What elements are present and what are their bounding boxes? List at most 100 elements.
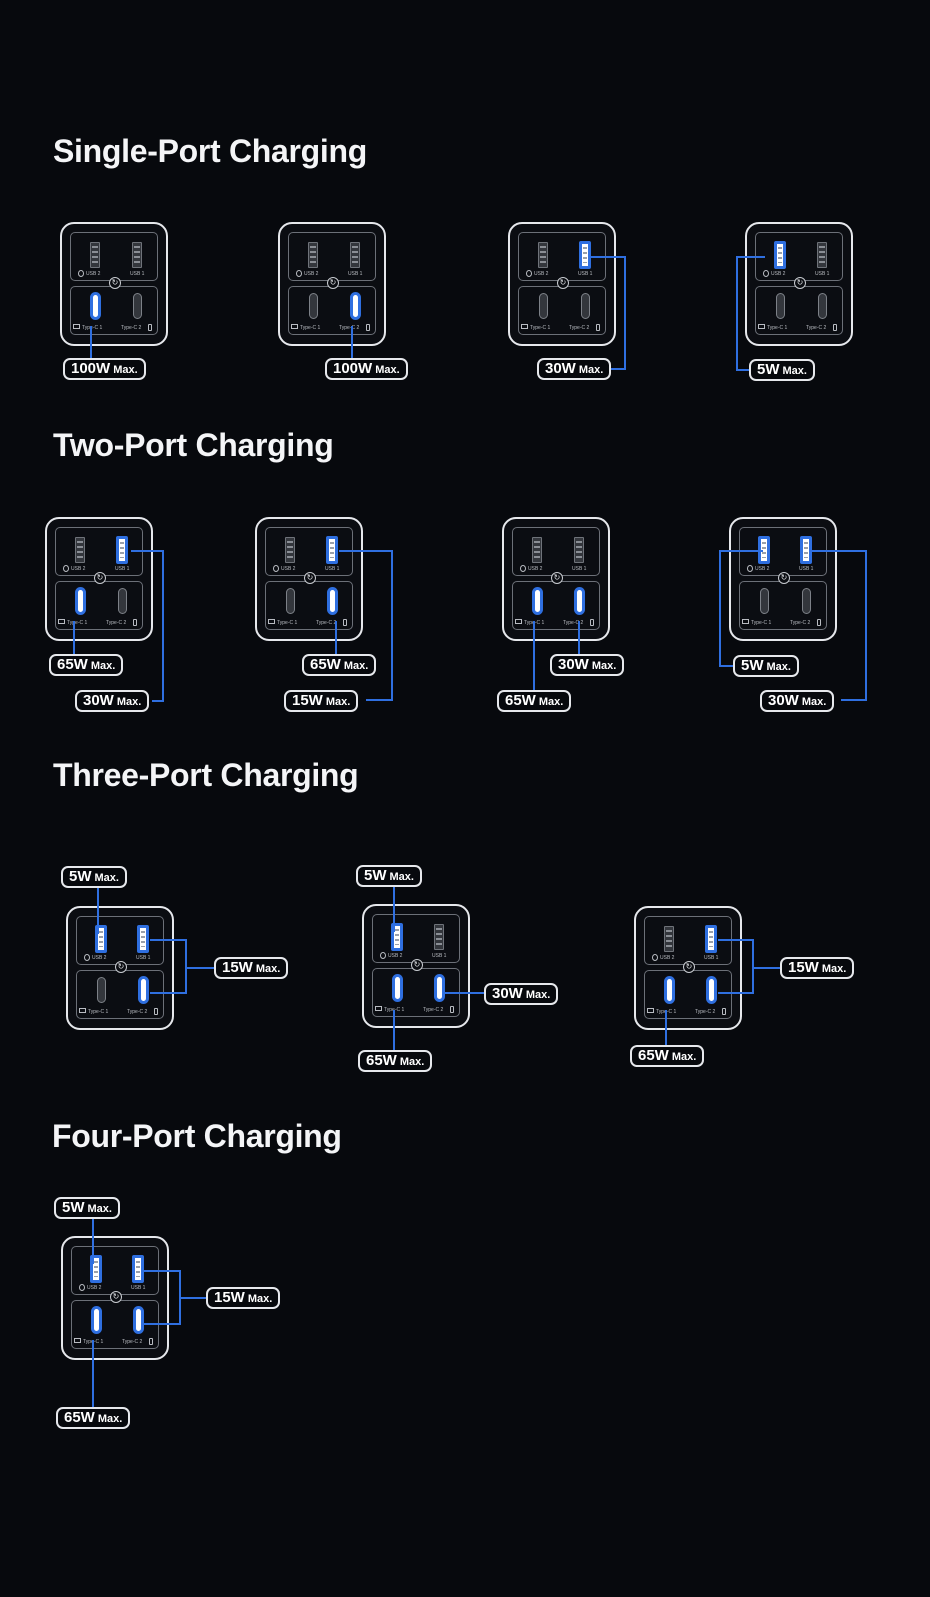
- sync-icon: ↻: [794, 277, 806, 289]
- sync-icon: ↻: [115, 961, 127, 973]
- port-label-typec1: Type-C 1: [300, 325, 321, 331]
- port-typec1-icon: [91, 293, 100, 319]
- laptop-icon: [647, 1008, 654, 1013]
- phone-icon: [154, 1008, 158, 1015]
- laptop-icon: [521, 324, 528, 329]
- port-typec1-icon: [309, 293, 318, 319]
- max-label: Max.: [375, 364, 400, 376]
- laptop-icon: [375, 1006, 382, 1011]
- phone-icon: [833, 324, 837, 331]
- port-usb2-icon: [775, 242, 785, 268]
- port-label-usb2: USB 2: [771, 271, 786, 277]
- port-label-typec1: Type-C 1: [83, 1339, 104, 1345]
- max-label: Max.: [782, 365, 807, 377]
- port-typec1-icon: [97, 977, 106, 1003]
- sync-icon: ↻: [778, 572, 790, 584]
- port-typec2-icon: [133, 293, 142, 319]
- port-label-usb1: USB 1: [704, 955, 719, 961]
- max-label: Max.: [821, 963, 847, 975]
- port-label-typec1: Type-C 1: [82, 325, 103, 331]
- port-label-typec2: Type-C 2: [339, 325, 360, 331]
- wattage-value: 65W: [57, 656, 88, 673]
- port-usb1-icon: [434, 924, 444, 950]
- laptop-icon: [268, 619, 275, 624]
- port-usb1-icon: [706, 926, 716, 952]
- port-usb1-icon: [817, 242, 827, 268]
- port-usb2-icon: [664, 926, 674, 952]
- wattage-value: 65W: [310, 656, 341, 673]
- port-label-typec2: Type-C 2: [316, 620, 337, 626]
- wattage-value: 65W: [505, 692, 536, 709]
- wattage-value: 30W: [83, 692, 114, 709]
- port-label-usb1: USB 1: [130, 271, 145, 277]
- port-label-usb2: USB 2: [528, 566, 543, 572]
- max-label: Max.: [343, 660, 369, 672]
- port-usb1-icon: [138, 926, 148, 952]
- wattage-value: 5W: [757, 361, 780, 378]
- port-usb2-icon: [392, 924, 402, 950]
- watch-icon: [296, 270, 302, 277]
- port-label-usb2: USB 2: [87, 1285, 102, 1291]
- max-label: Max.: [247, 1293, 273, 1305]
- port-typec1-icon: [92, 1307, 101, 1333]
- port-usb1-icon: [801, 537, 811, 563]
- max-label: Max.: [538, 696, 564, 708]
- phone-icon: [148, 324, 152, 331]
- wattage-value: 100W: [333, 360, 373, 377]
- laptop-icon: [291, 324, 298, 329]
- port-typec1-icon: [665, 977, 674, 1003]
- usb-c-panel: Type-C 1 Type-C 2: [70, 286, 158, 335]
- usb-a-contacts: [804, 542, 808, 558]
- sync-icon: ↻: [327, 277, 339, 289]
- port-typec2-icon: [575, 588, 584, 614]
- port-label-typec2: Type-C 2: [121, 325, 142, 331]
- phone-icon: [133, 619, 137, 626]
- wattage-value: 15W: [292, 692, 323, 709]
- max-label: Max.: [97, 1413, 123, 1425]
- usb-a-contacts: [778, 247, 782, 263]
- wattage-value: 30W: [492, 985, 523, 1002]
- port-label-usb2: USB 2: [92, 955, 107, 961]
- port-label-usb1: USB 1: [325, 566, 340, 572]
- usb-a-contacts: [540, 246, 546, 264]
- wattage-value: 15W: [222, 959, 253, 976]
- port-label-typec1: Type-C 1: [656, 1009, 677, 1015]
- section-heading: Single-Port Charging: [53, 133, 368, 169]
- port-label-typec2: Type-C 2: [569, 325, 590, 331]
- wattage-value: 5W: [364, 867, 387, 884]
- max-label: Max.: [255, 963, 281, 975]
- usb-a-contacts: [395, 929, 399, 945]
- port-typec2-icon: [802, 588, 811, 614]
- port-label-typec2: Type-C 2: [122, 1339, 143, 1345]
- wattage-value: 100W: [71, 360, 111, 377]
- phone-icon: [149, 1338, 153, 1345]
- watch-icon: [380, 952, 386, 959]
- max-label: Max.: [578, 364, 604, 376]
- laptop-icon: [742, 619, 749, 624]
- wattage-value: 30W: [768, 692, 799, 709]
